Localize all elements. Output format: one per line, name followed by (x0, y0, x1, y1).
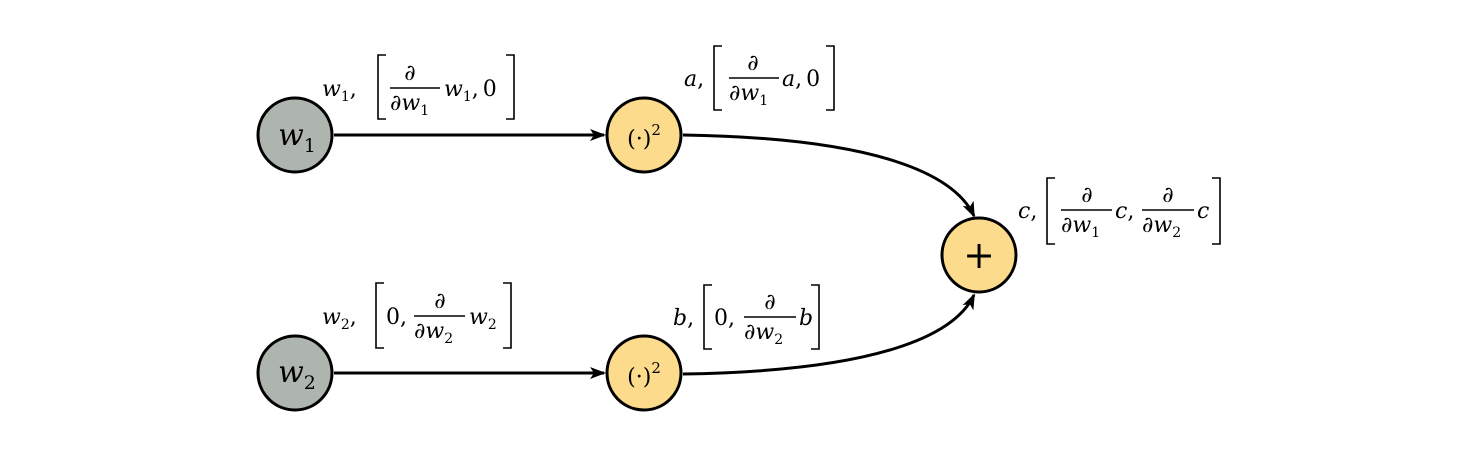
label-w2-denominator: ∂w2 (414, 319, 453, 347)
label-c-partial-2: ∂ (1162, 183, 1173, 208)
label-c-partial-1: ∂ (1081, 183, 1092, 208)
label-w1-right-bracket (506, 54, 515, 120)
label-w2-zero: 0, (386, 305, 407, 330)
label-a-partial: ∂ (747, 51, 758, 76)
node-square-b-label: (·)2 (627, 359, 661, 390)
node-w2-circle (256, 334, 334, 412)
label-b-partial: ∂ (764, 290, 775, 315)
label-c-denominator-2: ∂w2 (1142, 213, 1181, 241)
label-b-var: b, (673, 306, 694, 331)
node-w1-label: w1 (278, 118, 316, 157)
label-c-denominator-1: ∂w1 (1061, 213, 1100, 241)
label-a-gradient: a, ∂ ∂w1 a,0 (684, 45, 835, 111)
node-square-a-label: (·)2 (627, 121, 661, 152)
label-w2-left-bracket (375, 282, 384, 349)
label-w1-denominator: ∂w1 (390, 91, 429, 119)
label-c-gradient: c, ∂ ∂w1 c, ∂ ∂w2 c (1018, 177, 1221, 245)
label-b-right-bracket (811, 284, 820, 350)
label-a-operand: a,0 (782, 67, 820, 92)
label-c-var: c, (1018, 199, 1037, 224)
label-a-denominator: ∂w1 (729, 81, 768, 109)
label-b-left-bracket (703, 284, 712, 350)
node-square-b-circle (605, 334, 683, 412)
label-w2-right-bracket (503, 282, 512, 349)
node-square-a: (·)2 (605, 96, 683, 174)
node-square-b: (·)2 (605, 334, 683, 412)
label-c-left-bracket (1046, 177, 1055, 245)
label-w2-var: w2, (322, 305, 357, 333)
label-b-zero: 0, (714, 306, 735, 331)
label-w1-operand: w1,0 (444, 77, 497, 105)
label-w1-left-bracket (377, 54, 386, 120)
node-w2: w2 (256, 334, 334, 412)
node-plus: + (940, 216, 1018, 294)
label-c-right-bracket (1212, 177, 1221, 245)
label-a-var: a, (684, 67, 704, 92)
node-plus-circle (940, 216, 1018, 294)
node-plus-label: + (963, 233, 995, 277)
node-w1: w1 (256, 96, 334, 174)
label-w1-partial: ∂ (404, 61, 415, 86)
label-b-gradient: b, 0, ∂ ∂w2 b (673, 284, 820, 350)
label-c-operand-1: c, (1115, 199, 1134, 224)
label-w2-operand: w2 (469, 305, 497, 333)
edge-square-a-to-plus (682, 133, 976, 218)
edge-square-b-to-plus (682, 293, 976, 376)
label-w2-partial: ∂ (434, 289, 445, 314)
label-a-right-bracket (826, 45, 835, 111)
label-c-operand-2: c (1197, 199, 1209, 224)
label-a-left-bracket (713, 45, 722, 111)
node-w2-label: w2 (278, 355, 316, 394)
node-w1-circle (256, 96, 334, 174)
node-square-a-circle (605, 96, 683, 174)
label-w2-gradient: w2, 0, ∂ ∂w2 w2 (322, 282, 512, 349)
label-b-denominator: ∂w2 (744, 320, 783, 348)
label-w1-gradient: w1, ∂ ∂w1 w1,0 (322, 54, 515, 120)
label-b-operand: b (799, 306, 813, 331)
label-w1-var: w1, (322, 77, 357, 105)
